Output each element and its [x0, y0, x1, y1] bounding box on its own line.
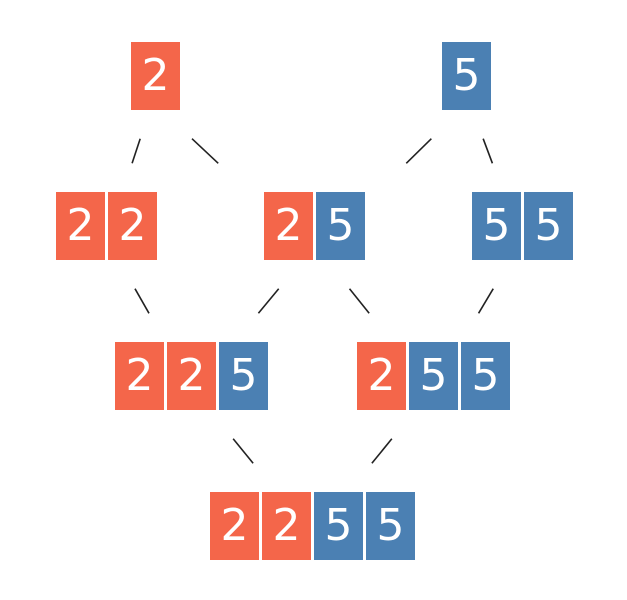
digit-box-5: 5: [316, 192, 365, 260]
edge-n22-n225: [134, 288, 150, 314]
digit-box-2: 2: [167, 342, 216, 410]
digit-box-2: 2: [56, 192, 105, 260]
digit-box-5: 5: [524, 192, 573, 260]
digit-box-5: 5: [461, 342, 510, 410]
digit-box-5: 5: [442, 42, 491, 110]
edge-n255-n2255: [371, 438, 393, 464]
edge-n2-n22: [131, 138, 141, 164]
edge-n25-n225: [257, 288, 280, 314]
digit-box-5: 5: [219, 342, 268, 410]
digit-box-5: 5: [366, 492, 415, 560]
edge-n2-n25: [191, 138, 219, 164]
digit-box-2: 2: [115, 342, 164, 410]
node-5: 5: [442, 42, 491, 110]
digit-box-2: 2: [357, 342, 406, 410]
edge-n5-n55: [482, 138, 494, 164]
digit-box-2: 2: [264, 192, 313, 260]
edge-n5-n25: [405, 138, 432, 164]
node-2: 2: [131, 42, 180, 110]
digit-box-5: 5: [472, 192, 521, 260]
edge-n55-n255: [477, 288, 494, 314]
digit-box-2: 2: [131, 42, 180, 110]
edge-n25-n255: [348, 288, 370, 314]
digit-box-5: 5: [314, 492, 363, 560]
edge-n225-n2255: [232, 438, 254, 464]
digit-box-2: 2: [108, 192, 157, 260]
digit-box-2: 2: [210, 492, 259, 560]
digit-box-5: 5: [409, 342, 458, 410]
digit-box-2: 2: [262, 492, 311, 560]
